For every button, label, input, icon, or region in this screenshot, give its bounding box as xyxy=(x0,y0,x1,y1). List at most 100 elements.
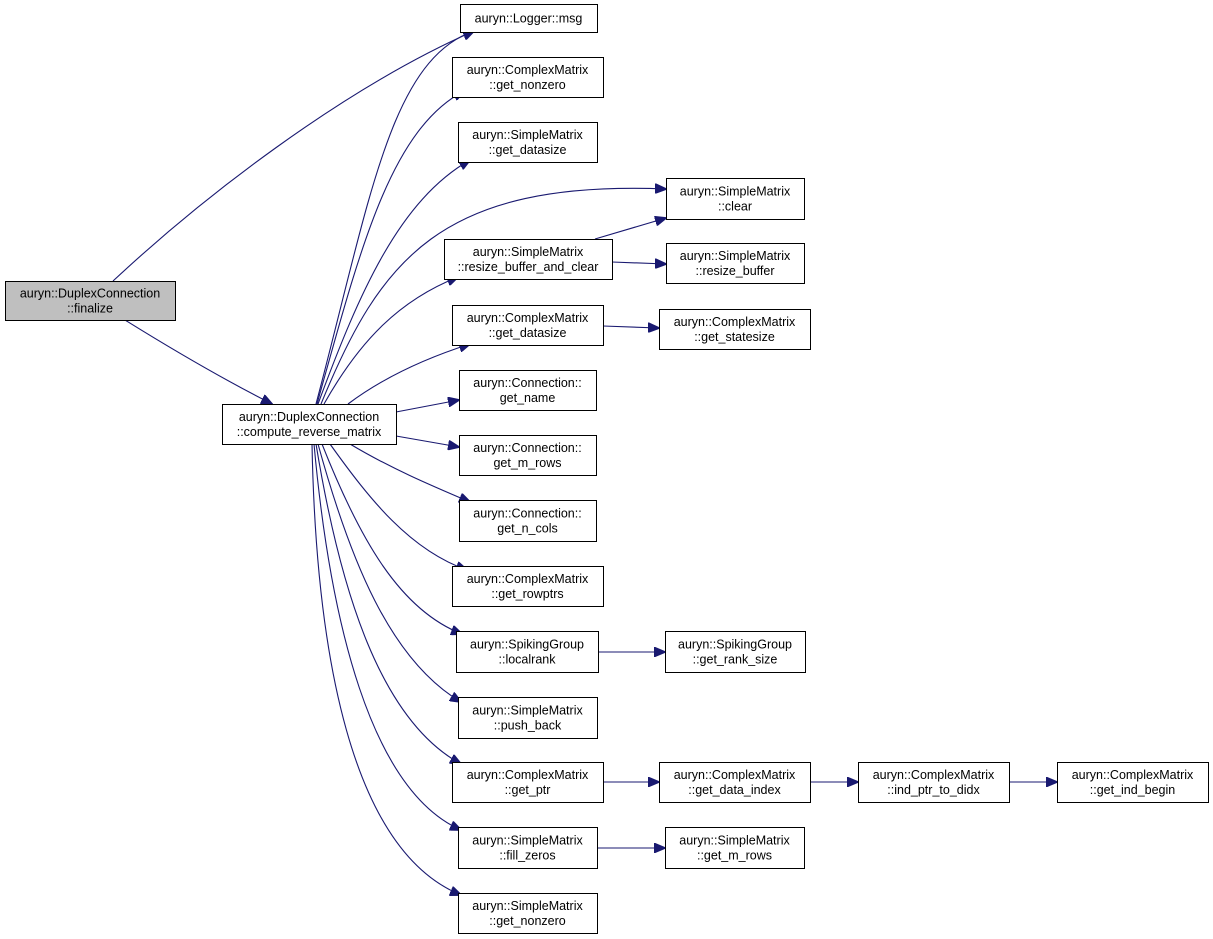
node-box xyxy=(458,893,598,934)
edge-compute-reverse-to-sg-localrank xyxy=(321,443,462,634)
edge-compute-reverse-to-conn-get-name xyxy=(395,400,459,413)
nodes: auryn::DuplexConnection::finalizeauryn::… xyxy=(5,4,1209,934)
node-box xyxy=(659,762,811,803)
edge-sm-resize-clear-to-sm-clear xyxy=(594,218,666,240)
edge-compute-reverse-to-sm-get-nonzero xyxy=(311,443,461,895)
node-sg-get-rank-size[interactable]: auryn::SpikingGroup::get_rank_size xyxy=(665,631,806,673)
node-label-line2: ::localrank xyxy=(499,653,557,667)
edge-compute-reverse-to-sm-resize-clear xyxy=(323,277,458,405)
node-conn-get-m-rows[interactable]: auryn::Connection::get_m_rows xyxy=(459,435,597,476)
node-label-line1: auryn::ComplexMatrix xyxy=(1072,768,1194,782)
edge-sm-resize-clear-to-sm-resize-buffer xyxy=(611,262,666,264)
node-sm-get-m-rows[interactable]: auryn::SimpleMatrix::get_m_rows xyxy=(665,827,805,869)
node-box xyxy=(459,435,597,476)
node-cm-get-statesize[interactable]: auryn::ComplexMatrix::get_statesize xyxy=(659,309,811,350)
node-cm-get-nonzero[interactable]: auryn::ComplexMatrix::get_nonzero xyxy=(452,57,604,98)
node-box xyxy=(222,404,397,445)
node-label-line1: auryn::Logger::msg xyxy=(475,12,583,26)
node-label-line1: auryn::ComplexMatrix xyxy=(467,63,589,77)
node-box xyxy=(458,122,598,163)
node-label-line2: ::get_rank_size xyxy=(693,653,778,667)
node-box xyxy=(444,239,613,280)
node-label-line1: auryn::SimpleMatrix xyxy=(680,249,791,263)
edges xyxy=(112,31,1057,895)
node-label-line2: ::resize_buffer_and_clear xyxy=(458,260,599,274)
node-sm-resize-clear[interactable]: auryn::SimpleMatrix::resize_buffer_and_c… xyxy=(444,239,613,280)
node-sm-get-datasize[interactable]: auryn::SimpleMatrix::get_datasize xyxy=(458,122,598,163)
node-label-line2: ::fill_zeros xyxy=(499,849,555,863)
node-label-line2: ::get_nonzero xyxy=(489,914,565,928)
node-label-line2: ::compute_reverse_matrix xyxy=(237,425,382,439)
node-box xyxy=(452,762,604,803)
node-label-line1: auryn::SimpleMatrix xyxy=(679,834,790,848)
node-label-line2: ::push_back xyxy=(494,719,562,733)
edge-cm-get-datasize-to-cm-get-statesize xyxy=(602,326,659,328)
node-label-line2: ::resize_buffer xyxy=(696,264,775,278)
node-finalize[interactable]: auryn::DuplexConnection::finalize xyxy=(5,281,176,321)
node-label-line1: auryn::SpikingGroup xyxy=(678,638,792,652)
edge-compute-reverse-to-cm-get-rowptrs xyxy=(329,443,467,570)
node-conn-get-n-cols[interactable]: auryn::Connection::get_n_cols xyxy=(459,500,597,542)
node-box xyxy=(452,566,604,607)
edge-compute-reverse-to-sm-clear xyxy=(320,188,666,405)
edge-compute-reverse-to-cm-get-datasize xyxy=(347,344,470,405)
node-box xyxy=(456,631,599,673)
node-label-line2: ::get_statesize xyxy=(694,330,775,344)
edge-compute-reverse-to-cm-get-ptr xyxy=(315,443,461,764)
node-cm-ind-ptr-to-didx[interactable]: auryn::ComplexMatrix::ind_ptr_to_didx xyxy=(858,762,1010,803)
node-label-line1: auryn::ComplexMatrix xyxy=(873,768,995,782)
edge-finalize-to-compute-reverse xyxy=(124,319,272,404)
node-box xyxy=(459,370,597,411)
node-compute-reverse[interactable]: auryn::DuplexConnection::compute_reverse… xyxy=(222,404,397,445)
edge-finalize-to-logger-msg xyxy=(112,31,474,282)
node-label-line2: ::get_m_rows xyxy=(697,849,772,863)
node-sm-get-nonzero[interactable]: auryn::SimpleMatrix::get_nonzero xyxy=(458,893,598,934)
node-box xyxy=(659,309,811,350)
node-box xyxy=(452,57,604,98)
node-label-line2: ::get_ptr xyxy=(505,783,551,797)
edge-compute-reverse-to-cm-get-nonzero xyxy=(316,91,464,405)
node-label-line1: auryn::ComplexMatrix xyxy=(674,315,796,329)
node-label-line1: auryn::SimpleMatrix xyxy=(680,185,791,199)
node-label-line2: get_m_rows xyxy=(493,456,561,470)
node-sm-fill-zeros[interactable]: auryn::SimpleMatrix::fill_zeros xyxy=(458,827,598,869)
node-box xyxy=(459,500,597,542)
node-sm-resize-buffer[interactable]: auryn::SimpleMatrix::resize_buffer xyxy=(666,243,805,284)
node-box xyxy=(452,305,604,346)
node-sm-push-back[interactable]: auryn::SimpleMatrix::push_back xyxy=(458,697,598,739)
node-cm-get-rowptrs[interactable]: auryn::ComplexMatrix::get_rowptrs xyxy=(452,566,604,607)
node-box xyxy=(666,178,805,220)
edge-compute-reverse-to-logger-msg xyxy=(315,31,474,405)
node-cm-get-data-index[interactable]: auryn::ComplexMatrix::get_data_index xyxy=(659,762,811,803)
node-label-line2: ::finalize xyxy=(67,302,113,316)
node-sg-localrank[interactable]: auryn::SpikingGroup::localrank xyxy=(456,631,599,673)
node-cm-get-datasize[interactable]: auryn::ComplexMatrix::get_datasize xyxy=(452,305,604,346)
node-box xyxy=(665,631,806,673)
node-label-line2: ::get_datasize xyxy=(489,326,567,340)
edge-compute-reverse-to-conn-get-m-rows xyxy=(395,435,459,447)
node-label-line1: auryn::SimpleMatrix xyxy=(473,245,584,259)
node-box xyxy=(460,4,598,33)
edge-compute-reverse-to-sm-push-back xyxy=(317,443,461,702)
node-label-line1: auryn::SimpleMatrix xyxy=(472,899,583,913)
node-label-line1: auryn::SpikingGroup xyxy=(470,638,584,652)
node-label-line2: ::get_ind_begin xyxy=(1090,783,1176,797)
node-logger-msg[interactable]: auryn::Logger::msg xyxy=(460,4,598,33)
node-label-line1: auryn::ComplexMatrix xyxy=(674,768,796,782)
node-sm-clear[interactable]: auryn::SimpleMatrix::clear xyxy=(666,178,805,220)
node-label-line1: auryn::SimpleMatrix xyxy=(472,128,583,142)
node-label-line1: auryn::ComplexMatrix xyxy=(467,572,589,586)
node-box xyxy=(1057,762,1209,803)
node-label-line2: ::get_rowptrs xyxy=(491,587,563,601)
node-box xyxy=(458,697,598,739)
node-cm-get-ind-begin[interactable]: auryn::ComplexMatrix::get_ind_begin xyxy=(1057,762,1209,803)
node-label-line2: get_name xyxy=(500,391,556,405)
node-label-line2: get_n_cols xyxy=(497,522,557,536)
node-conn-get-name[interactable]: auryn::Connection::get_name xyxy=(459,370,597,411)
node-box xyxy=(858,762,1010,803)
node-box xyxy=(458,827,598,869)
node-label-line1: auryn::DuplexConnection xyxy=(20,287,160,301)
node-label-line2: ::get_datasize xyxy=(489,143,567,157)
node-cm-get-ptr[interactable]: auryn::ComplexMatrix::get_ptr xyxy=(452,762,604,803)
